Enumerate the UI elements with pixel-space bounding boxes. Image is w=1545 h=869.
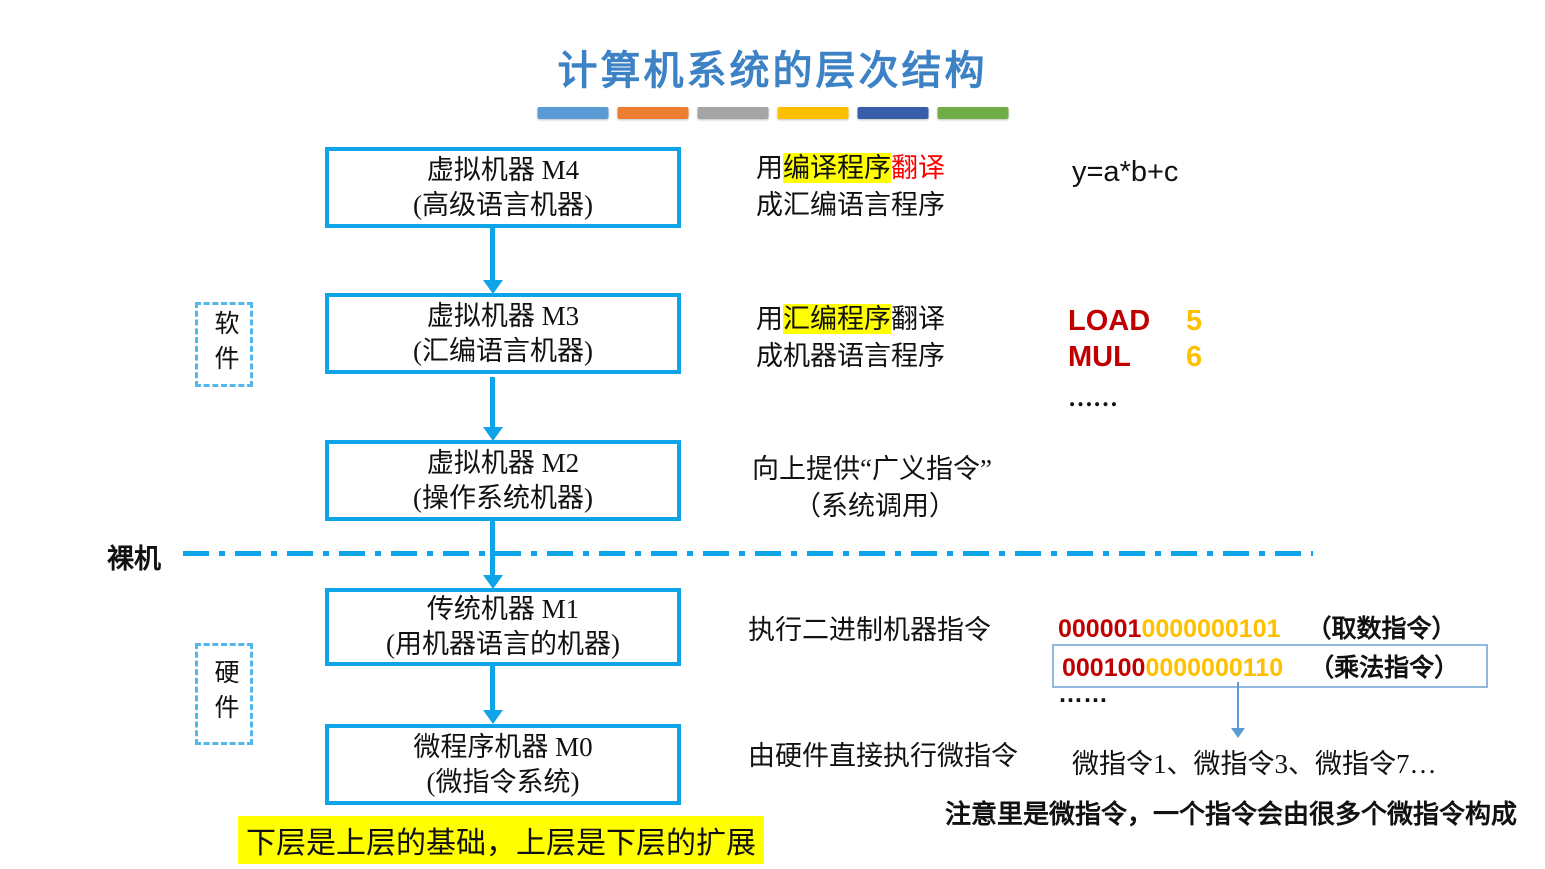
micro-instruction-list: 微指令1、微指令3、微指令7… (1072, 749, 1437, 779)
assembly-operand-load: 5 (1186, 305, 1203, 337)
desc-m4-line2: 成汇编语言程序 (756, 190, 945, 220)
desc-m3-prefix: 用 (756, 304, 783, 334)
desc-m4-prefix: 用 (756, 153, 783, 183)
machine-instruction-mul-box: 0001000000000110 （乘法指令） (1052, 644, 1488, 688)
assembly-ellipsis: …… (1068, 385, 1118, 412)
assembly-operand-mul: 6 (1186, 341, 1203, 373)
desc-m4-line1: 用编译程序翻译 (756, 150, 945, 187)
hardware-label: 硬件 (211, 659, 238, 729)
layer-box-m3: 虚拟机器 M3 (汇编语言机器) (325, 293, 681, 374)
assembly-op-load: LOAD (1068, 305, 1151, 337)
arrow-m3-m2-head (483, 427, 503, 441)
machine-instr-mul-label: （乘法指令） (1309, 655, 1460, 682)
software-label-box: 软件 (195, 302, 253, 387)
hardware-label-box: 硬件 (195, 643, 253, 745)
layer-box-m1-title: 传统机器 M1 (426, 594, 580, 624)
desc-m2-line2: （系统调用） (794, 491, 956, 521)
desc-m2-line1: 向上提供“广义指令” (752, 454, 992, 484)
desc-m4-highlight: 编译程序 (783, 153, 891, 183)
desc-m2: 向上提供“广义指令” （系统调用） (752, 451, 992, 525)
arrow-m2-m1-head (483, 575, 503, 589)
machine-instr-mul-address: 0000000110 (1145, 654, 1284, 682)
layer-box-m0-subtitle: (微指令系统) (426, 766, 580, 797)
arrow-m1-m0-line (490, 666, 495, 711)
accent-bar-darkblue (857, 107, 928, 119)
arrow-m4-m3-line (490, 228, 495, 281)
bare-machine-divider-line (183, 551, 1313, 556)
layer-box-m1: 传统机器 M1 (用机器语言的机器) (325, 588, 681, 666)
layer-box-m4: 虚拟机器 M4 (高级语言机器) (325, 147, 681, 228)
layer-box-m1-subtitle: (用机器语言的机器) (386, 629, 620, 659)
desc-m4-red: 翻译 (891, 153, 945, 183)
machine-instr-load-opcode: 000001 (1058, 615, 1142, 643)
desc-m3: 用汇编程序翻译 成机器语言程序 (756, 301, 945, 375)
layer-box-m4-subtitle: (高级语言机器) (413, 189, 593, 220)
assembly-listing: LOAD 5 MUL 6 …… (1068, 303, 1202, 413)
arrow-m4-m3-head (483, 280, 503, 294)
assembly-row-load: LOAD 5 (1068, 303, 1202, 339)
arrow-m1-m0-head (483, 710, 503, 724)
layer-box-m2-title: 虚拟机器 M2 (426, 447, 580, 478)
desc-m3-line1: 用汇编程序翻译 (756, 301, 945, 338)
layer-box-m3-subtitle: (汇编语言机器) (413, 335, 593, 366)
machine-instruction-ellipsis: …… (1058, 680, 1108, 708)
bottom-highlight-principle: 下层是上层的基础，上层是下层的扩展 (238, 816, 764, 864)
arrow-m3-m2-line (490, 377, 495, 427)
micro-pointer-arrow-line (1237, 682, 1239, 730)
layer-box-m2: 虚拟机器 M2 (操作系统机器) (325, 440, 681, 521)
layer-box-m3-title: 虚拟机器 M3 (426, 300, 580, 331)
desc-m0: 由硬件直接执行微指令 (748, 741, 1018, 771)
micro-instruction-note: 注意里是微指令，一个指令会由很多个微指令构成 (944, 799, 1517, 829)
desc-m3-suffix: 翻译 (891, 304, 945, 334)
desc-m4: 用编译程序翻译 成汇编语言程序 (756, 150, 945, 224)
accent-bar-green (937, 107, 1008, 119)
accent-bar-blue (537, 107, 608, 119)
accent-bar-orange (617, 107, 688, 119)
assembly-row-mul: MUL 6 (1068, 339, 1202, 375)
machine-instr-load-label: （取数指令） (1306, 616, 1457, 643)
desc-m3-highlight: 汇编程序 (783, 304, 891, 334)
layer-box-m2-subtitle: (操作系统机器) (413, 482, 593, 513)
high-level-code: y=a*b+c (1072, 156, 1179, 188)
desc-m1: 执行二进制机器指令 (748, 615, 991, 645)
machine-instr-load-address: 0000000101 (1141, 615, 1281, 643)
layer-box-m0-title: 微程序机器 M0 (413, 731, 593, 762)
accent-bar-row (537, 107, 1008, 119)
accent-bar-gray (697, 107, 768, 119)
micro-pointer-arrow-head (1231, 728, 1245, 738)
assembly-op-mul: MUL (1068, 341, 1131, 373)
layer-box-m4-title: 虚拟机器 M4 (426, 154, 580, 185)
page-title: 计算机系统的层次结构 (557, 47, 988, 94)
machine-instr-mul-opcode: 000100 (1062, 654, 1146, 682)
accent-bar-yellow (777, 107, 848, 119)
software-label: 软件 (211, 309, 238, 380)
layer-box-m0: 微程序机器 M0 (微指令系统) (325, 724, 681, 805)
desc-m3-line2: 成机器语言程序 (756, 341, 945, 371)
arrow-m2-m1-line (490, 521, 495, 575)
bare-machine-label: 裸机 (107, 544, 161, 574)
machine-instruction-load: 0000010000000101 （取数指令） (1058, 609, 1457, 645)
